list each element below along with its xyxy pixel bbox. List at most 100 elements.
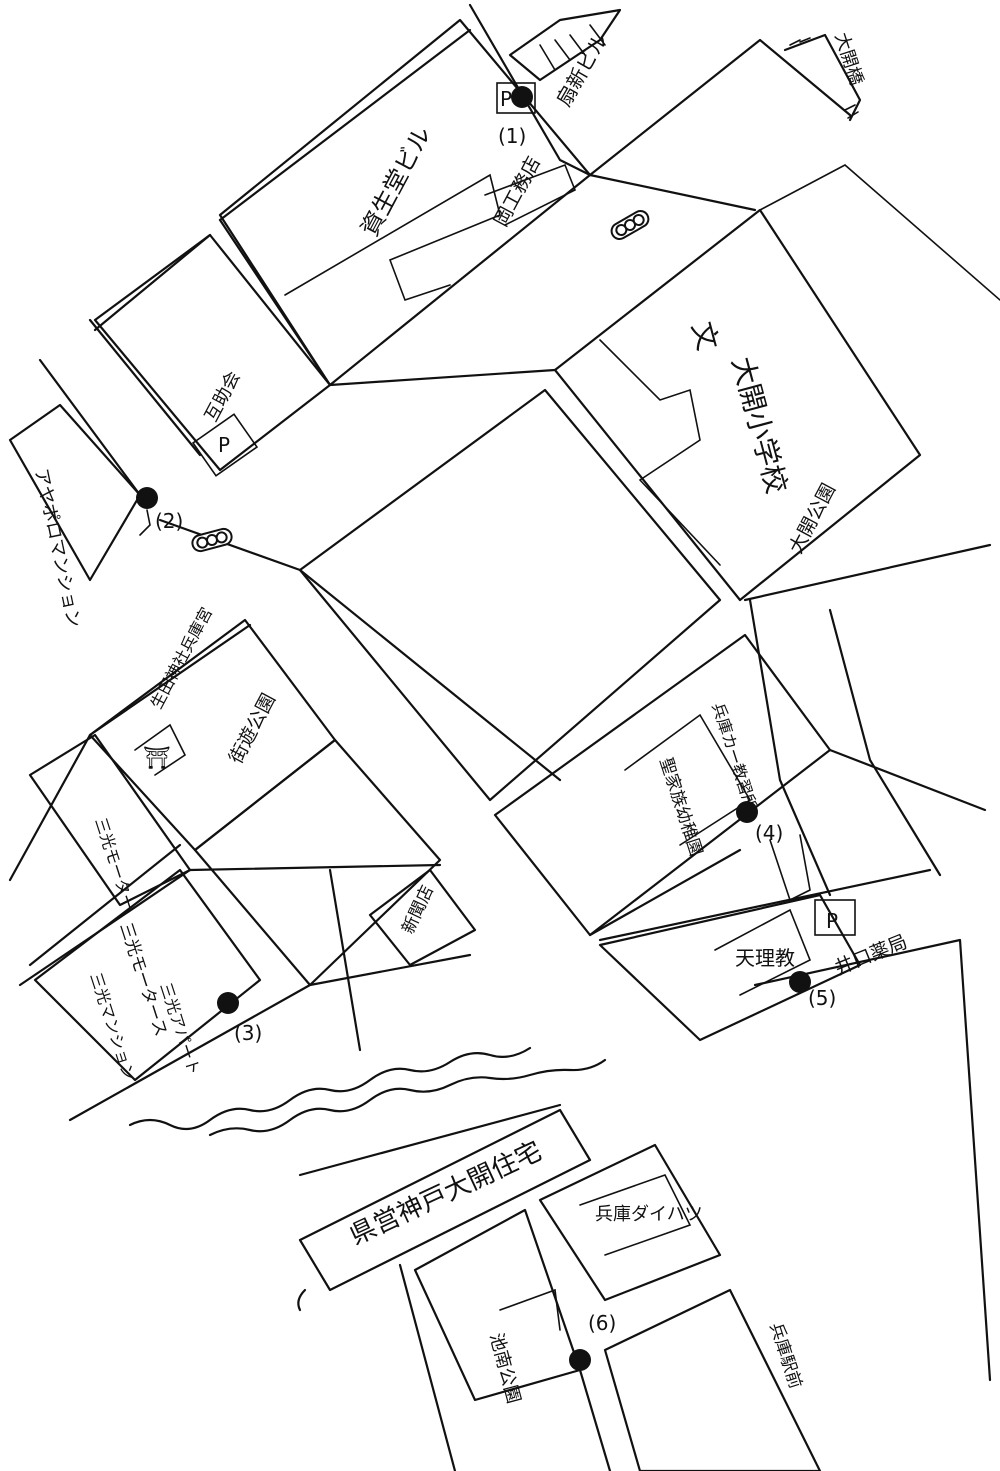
road-edge — [578, 1368, 612, 1471]
parking-label-lower: P — [826, 909, 838, 933]
river-line — [128, 1046, 532, 1131]
label-bun: 文 — [685, 318, 724, 354]
block-ayapolo — [8, 403, 142, 582]
block-mid-left — [193, 738, 442, 987]
building-school — [599, 339, 721, 566]
road-edge — [743, 543, 992, 602]
road-edge — [28, 843, 182, 967]
road-edge — [297, 1288, 307, 1312]
road-edge — [828, 748, 987, 812]
parking-label-goshokai: P — [218, 433, 230, 457]
road-edge — [218, 28, 472, 222]
block-daihatsu — [538, 1143, 722, 1302]
blocks — [8, 8, 1000, 1471]
road-edge — [468, 3, 592, 177]
block-bottom-right — [603, 1288, 822, 1471]
rail-hatch — [539, 24, 606, 71]
stop-label-5: (5) — [808, 986, 836, 1010]
block-tenrikyo — [598, 893, 862, 1042]
building-shrine — [134, 723, 187, 776]
label-ayapolo: アヤポロマンション — [30, 467, 84, 630]
block-shinbun — [368, 868, 477, 967]
stop-markers — [136, 86, 811, 1371]
stop-label-3: (3) — [234, 1021, 262, 1045]
block-shrine-park — [88, 618, 337, 852]
stop-marker-5[interactable] — [789, 971, 811, 993]
traffic-signal-icon — [610, 210, 650, 240]
parking-box-lower — [814, 899, 856, 936]
road-edge — [8, 623, 252, 882]
bridge-outline — [783, 33, 862, 122]
block-goshokai — [93, 233, 332, 472]
label-hakushin: 扇新ビル — [552, 29, 613, 110]
block-sanko-b — [33, 868, 262, 1082]
building-kindergarten — [624, 713, 752, 846]
traffic-signal-icon — [191, 527, 233, 553]
stop-marker-3[interactable] — [217, 992, 239, 1014]
label-shiseido: 資生堂ビル — [356, 122, 437, 241]
road-edge — [828, 608, 942, 877]
label-taikai-park: 大開公園 — [785, 480, 840, 557]
stop-marker-6[interactable] — [569, 1349, 591, 1371]
label-tenrikyo: 天理教 — [735, 946, 795, 970]
stop-marker-4[interactable] — [736, 801, 758, 823]
road-edge — [598, 868, 932, 942]
parking-box-top — [496, 82, 536, 114]
road-edge — [38, 358, 142, 497]
road-edge — [753, 938, 992, 1382]
label-sanko-d: 三光マンション — [86, 970, 139, 1082]
block-shiseido — [218, 18, 592, 387]
road-edge — [68, 953, 472, 1122]
block-right-top — [759, 164, 1000, 301]
road-edge — [748, 598, 832, 897]
stop-label-2: (2) — [155, 509, 183, 533]
label-gaiyu-park: 街遊公園 — [225, 690, 280, 767]
stop-marker-2[interactable] — [136, 487, 158, 509]
road-edge — [588, 38, 852, 177]
building-outline — [284, 173, 501, 302]
parking-label-top: P — [500, 87, 512, 111]
road-edge — [328, 868, 362, 1052]
leader-line — [139, 509, 151, 536]
river — [128, 1046, 607, 1137]
building-okano — [484, 163, 577, 226]
label-seikei-kindergarten: 聖家族幼稚園 — [655, 755, 706, 858]
label-hyogo-car-school: 兵庫カー教習所 — [708, 700, 761, 812]
stop-labels: (1) (2) (3) (4) (5) (6) — [155, 124, 836, 1335]
block-central — [298, 388, 722, 802]
road-edge — [588, 848, 742, 937]
road-edge — [398, 1263, 457, 1471]
traffic-signals — [191, 210, 650, 553]
label-kenei-housing: 県営神戸大開住宅 — [345, 1136, 546, 1251]
label-taikai-school: 大開小学校 — [725, 353, 793, 497]
alley — [769, 834, 811, 902]
building-park — [499, 1288, 561, 1331]
stop-marker-1[interactable] — [511, 86, 533, 108]
block-hakushin — [508, 8, 622, 82]
stop-label-6: (6) — [588, 1311, 616, 1335]
label-shinbun: 新聞店 — [398, 882, 438, 937]
block-kenei — [298, 1108, 592, 1292]
stop-label-1: (1) — [498, 124, 526, 148]
bridge-hatch — [789, 37, 859, 119]
label-hyogo-station: 兵庫駅前 — [765, 1320, 805, 1391]
road-edge — [88, 318, 202, 457]
label-goshokai: 互助会 — [201, 368, 245, 426]
road-edge — [158, 518, 562, 782]
road-edge — [93, 233, 212, 332]
label-hyogo-daihatsu: 兵庫ダイハツ — [595, 1204, 703, 1225]
shrine-icon: ⛩ — [143, 746, 171, 771]
stop-label-4: (4) — [755, 821, 783, 845]
road-edge — [588, 173, 757, 212]
block-sanko-a — [28, 733, 192, 907]
label-ikuta-shrine: 生田神社兵庫宮 — [147, 604, 216, 712]
label-sanko-b: 三光モータース — [115, 920, 171, 1039]
railway — [539, 24, 862, 122]
parking-box-goshokai — [191, 413, 259, 477]
building-tenrikyo — [714, 908, 812, 996]
building-daihatsu — [579, 1174, 692, 1256]
block-school — [553, 208, 922, 602]
road-edge — [298, 1103, 562, 1177]
label-ohkai-bridge: 大開橋 — [830, 30, 867, 88]
